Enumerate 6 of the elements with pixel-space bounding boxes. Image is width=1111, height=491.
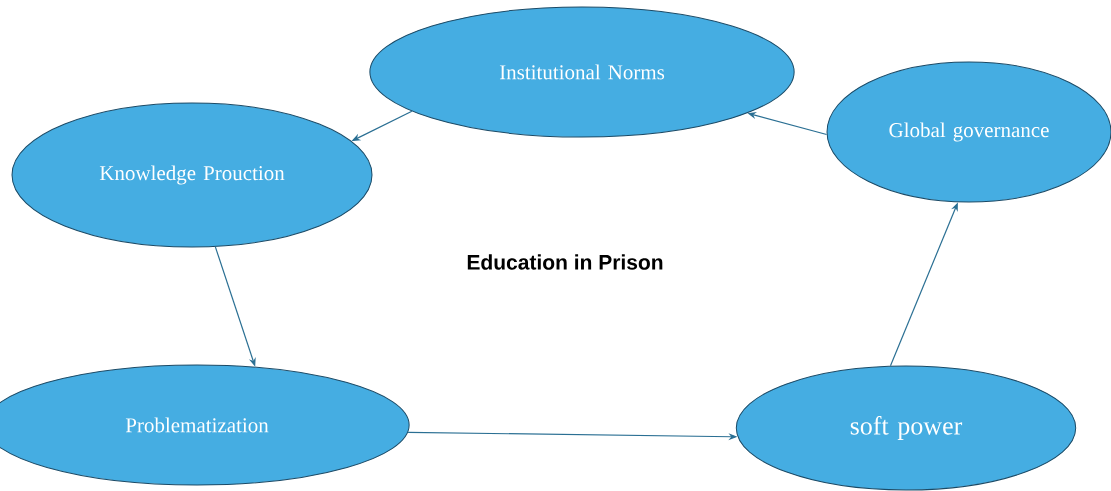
ellipse-node: Problematization: [0, 364, 410, 486]
ellipse-node: soft power: [735, 365, 1077, 491]
title: Education in Prison: [467, 254, 663, 270]
ellipse-node: Global governance: [826, 61, 1111, 203]
ellipse-node: Institutional Norms: [369, 6, 795, 138]
ellipse-node: Knowledge Prouction: [11, 102, 373, 248]
